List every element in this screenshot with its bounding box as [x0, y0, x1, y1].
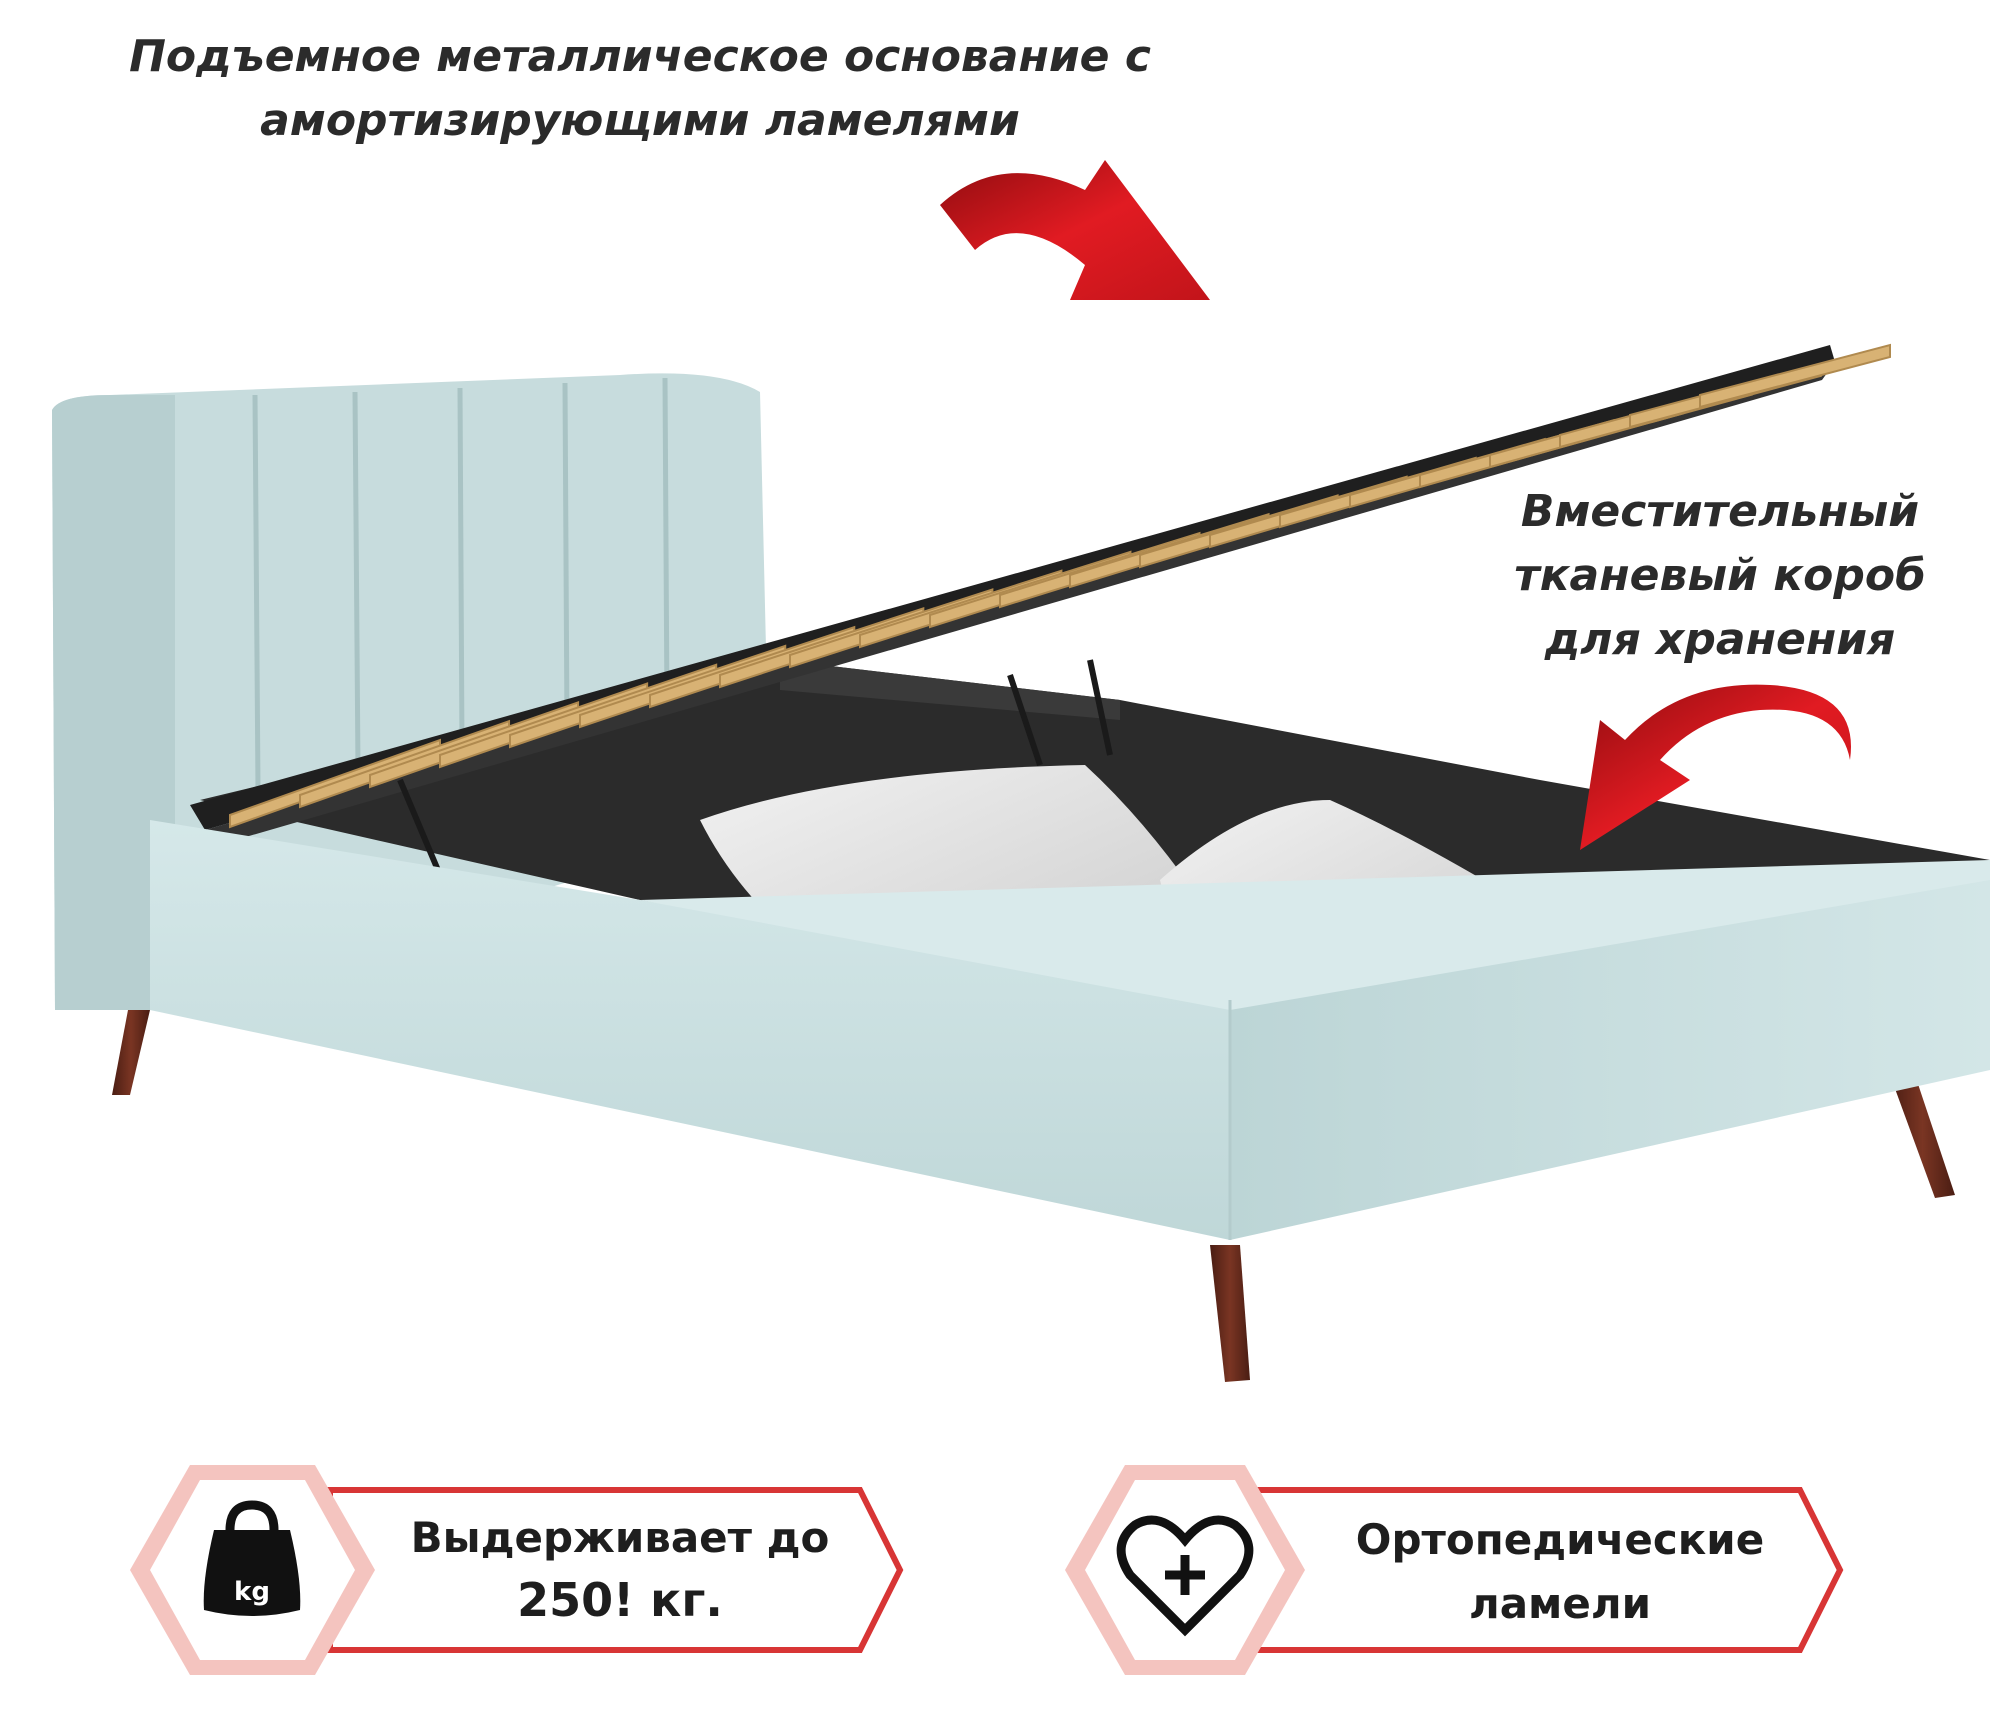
badge-orthopedic	[1065, 1465, 1844, 1675]
caption-right-line-3: для хранения	[1544, 614, 1896, 665]
caption-top-line-2: амортизирующими ламелями	[260, 95, 1020, 146]
caption-lifting-base: Подъемное металлическое основание с амор…	[40, 25, 1240, 153]
slat	[1699, 343, 1891, 409]
badge-weight-line-2: 250! кг.	[517, 1573, 723, 1627]
badge-weight-text: Выдерживает до 250! кг.	[360, 1508, 880, 1632]
badge-orthopedic-line-1: Ортопедические	[1355, 1515, 1765, 1564]
heart-plus-icon	[1116, 1515, 1254, 1637]
badge-orthopedic-line-2: ламели	[1468, 1579, 1652, 1628]
weight-kg-icon: kg	[203, 1500, 301, 1616]
lifted-base	[190, 343, 1891, 877]
kg-label: kg	[234, 1577, 270, 1607]
bed-legs	[112, 1010, 1955, 1382]
badge-orthopedic-text: Ортопедические ламели	[1300, 1508, 1820, 1636]
bed-frame	[150, 820, 1990, 1240]
caption-right-line-2: тканевый короб	[1514, 550, 1926, 601]
arrow-to-base-icon	[940, 160, 1210, 300]
arrow-to-box-icon	[1580, 684, 1851, 850]
caption-top-line-1: Подъемное металлическое основание с	[129, 31, 1151, 82]
badge-weight-line-1: Выдерживает до	[410, 1513, 830, 1562]
caption-right-line-1: Вместительный	[1520, 486, 1920, 537]
caption-storage-box: Вместительный тканевый короб для хранени…	[1470, 480, 1970, 672]
